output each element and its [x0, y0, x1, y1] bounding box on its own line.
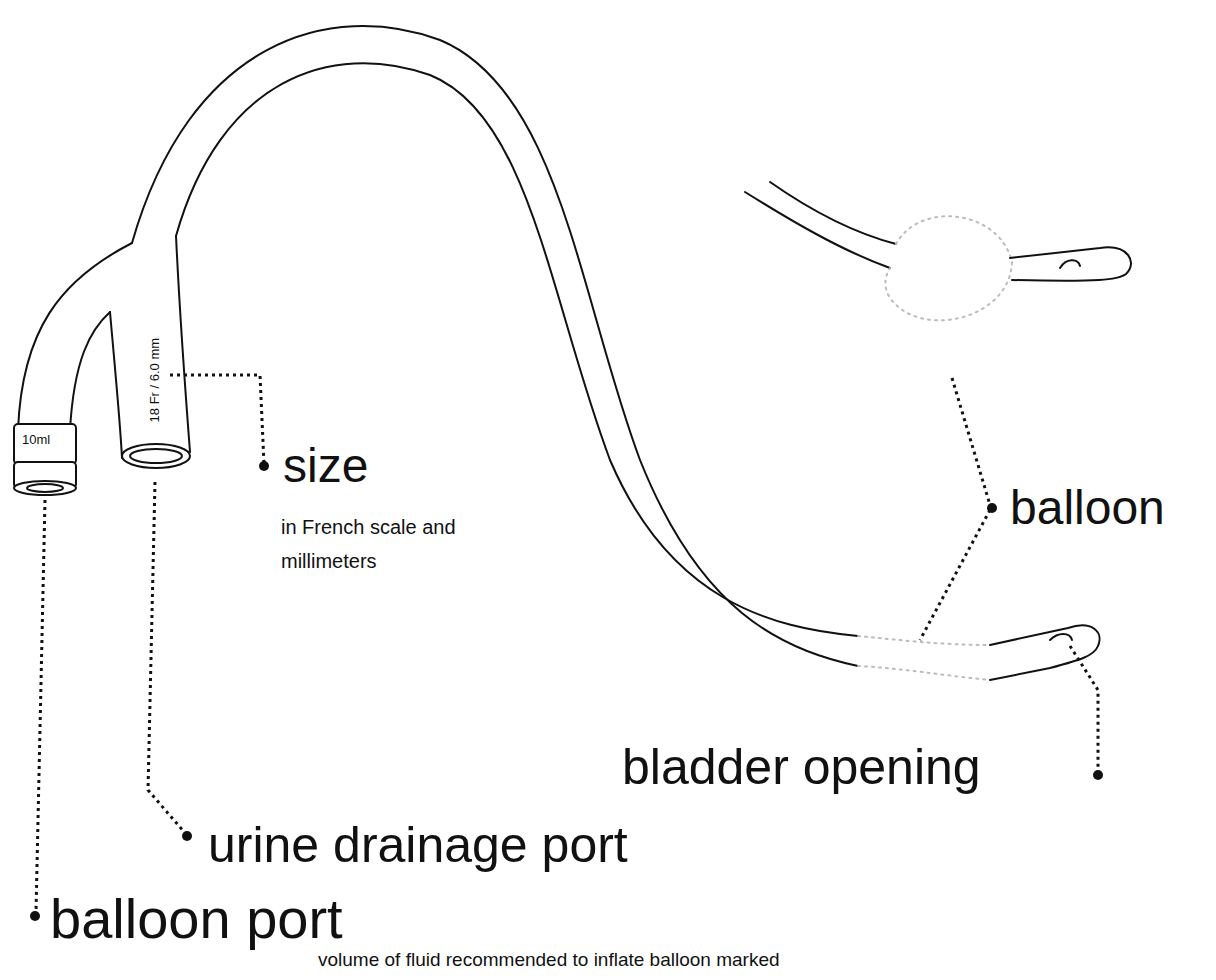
drainage-branch: [176, 236, 190, 452]
catheter-tube: [176, 63, 858, 636]
size-marking: 18 Fr / 6.0 mm: [148, 338, 162, 423]
part-label: balloon: [1010, 482, 1165, 535]
part-label: urine drainage port: [208, 818, 628, 873]
leader-dot: [182, 831, 192, 841]
inset-tube: [745, 192, 890, 268]
part-label: bladder opening: [622, 740, 981, 795]
volume-marking: 10ml: [22, 433, 50, 447]
deflated-balloon: [858, 636, 990, 645]
leader-dot: [259, 461, 269, 471]
drainage-branch: [110, 312, 122, 458]
inset-eye: [1060, 260, 1080, 268]
leader-line: [920, 510, 990, 640]
bladder-eye: [1050, 634, 1072, 640]
port-cap: [14, 481, 76, 495]
inflated-balloon: [885, 216, 1012, 320]
inset-tube: [770, 182, 896, 244]
catheter-tube: [132, 26, 858, 666]
leader-dot: [1093, 770, 1103, 780]
catheter-tip: [990, 625, 1100, 680]
leader-line: [952, 378, 990, 505]
leader-line: [1070, 646, 1098, 770]
part-label: balloon port: [50, 888, 343, 950]
leader-dot: [987, 503, 997, 513]
note-text: in French scale and millimeters: [281, 510, 511, 578]
deflated-balloon: [858, 666, 990, 680]
leader-line: [170, 375, 264, 464]
drainage-opening: [122, 444, 190, 468]
leader-line: [148, 482, 185, 833]
part-label: size: [283, 440, 368, 493]
balloon-branch: [70, 312, 110, 430]
balloon-branch: [18, 243, 132, 430]
inset-tip: [1010, 247, 1131, 280]
port-cap: [14, 424, 76, 464]
leader-line: [36, 500, 45, 912]
port-cap: [27, 484, 63, 492]
drainage-opening: [130, 449, 182, 463]
note-text: volume of fluid recommended to inflate b…: [318, 950, 780, 971]
leader-dot: [30, 911, 40, 921]
